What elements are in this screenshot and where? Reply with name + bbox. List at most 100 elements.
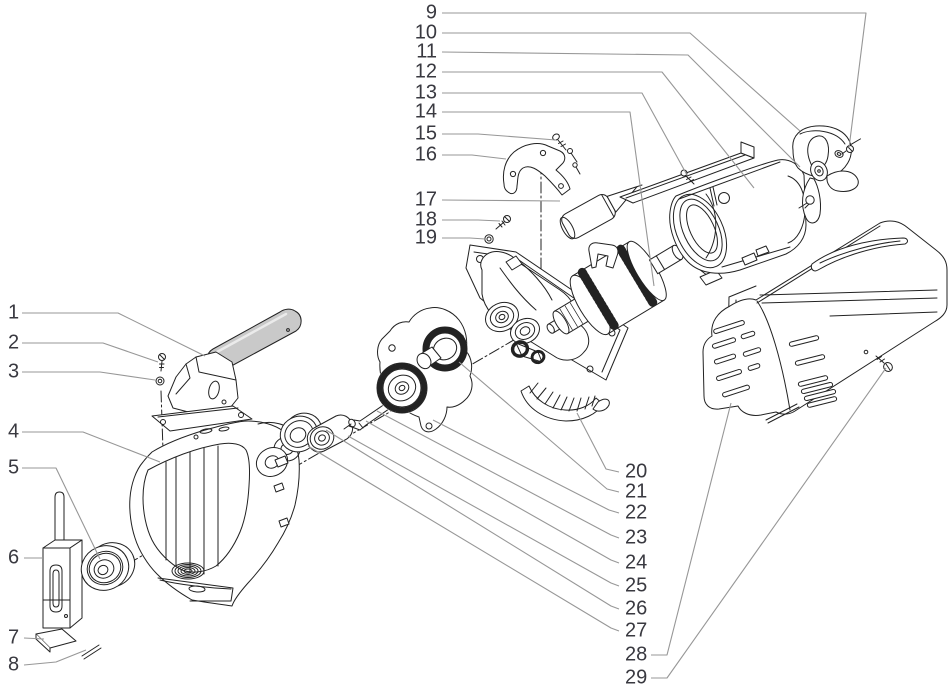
pump-block: [465, 244, 629, 381]
leader-line-7: [23, 637, 45, 640]
leader-line-23: [376, 410, 620, 539]
motor-cover: [702, 220, 948, 424]
leader-line-4: [22, 431, 161, 463]
leader-line-16: [442, 154, 507, 160]
fan-screw: [834, 145, 854, 158]
callout-28: 28: [625, 643, 648, 666]
front-gear: [376, 362, 428, 414]
leader-line-5: [22, 467, 101, 560]
leader-line-18: [442, 219, 501, 222]
mounting-bar: [619, 141, 755, 204]
leader-line-17: [441, 199, 561, 202]
callout-4: 4: [8, 420, 20, 443]
pulley: [80, 542, 136, 591]
callout-25: 25: [625, 574, 648, 597]
handle-screw: [158, 353, 166, 372]
callout-22: 22: [625, 501, 648, 524]
callout-27: 27: [625, 619, 648, 642]
bracket-screw-15: [552, 133, 567, 151]
motor-bracket: [484, 133, 581, 244]
grease-tube: [559, 184, 643, 240]
clutch-spring: [171, 562, 205, 580]
fan-assembly: [792, 125, 859, 224]
leader-line-28: [651, 402, 732, 656]
callout-12: 12: [414, 60, 437, 83]
leader-line-19: [442, 237, 486, 240]
callout-15: 15: [414, 122, 437, 145]
callout-16: 16: [414, 143, 437, 166]
leader-line-15: [442, 133, 557, 141]
callout-6: 6: [8, 546, 20, 569]
stand-base-plate: [35, 628, 77, 649]
callout-9: 9: [425, 1, 437, 24]
leader-line-22: [432, 419, 620, 514]
leader-line-2: [22, 342, 159, 363]
fan-blade-right: [826, 170, 859, 192]
callout-14: 14: [414, 100, 437, 123]
callout-19: 19: [414, 226, 437, 249]
handle-recess: [810, 237, 908, 272]
callout-29: 29: [625, 666, 648, 689]
hub-bolt: [798, 195, 815, 209]
vent-slots-left: [711, 320, 762, 398]
callout-11: 11: [416, 40, 437, 63]
leader-line-8: [23, 649, 87, 666]
roller-spacer: [306, 414, 354, 453]
callout-1: 1: [8, 301, 20, 324]
rear-bearing: [255, 447, 289, 477]
handle-base-plate: [151, 405, 253, 432]
leader-lines: [22, 12, 887, 679]
leader-line-10: [442, 32, 801, 132]
leader-line-14: [442, 111, 655, 287]
leader-line-13: [442, 92, 688, 176]
bracket-screw-small: [567, 148, 581, 175]
armature: [546, 240, 684, 336]
leader-line-24: [365, 420, 620, 564]
leader-line-11: [441, 51, 801, 168]
washer-19: [484, 234, 494, 244]
callout-18: 18: [414, 208, 437, 231]
callout-2: 2: [8, 331, 20, 354]
vent-slots-middle: [788, 335, 838, 408]
callout-3: 3: [8, 360, 20, 383]
callout-10: 10: [414, 21, 437, 44]
handle-assembly: [151, 308, 302, 432]
leader-line-1: [22, 312, 206, 357]
stator-assembly: [619, 141, 807, 286]
leader-line-9: [442, 12, 867, 149]
cover-rail: [765, 403, 800, 424]
locating-pin: [81, 644, 102, 660]
baffle-hook: [592, 398, 610, 412]
callout-23: 23: [625, 526, 648, 549]
gear-hub: [416, 346, 442, 370]
callout-5: 5: [8, 456, 20, 479]
leader-line-21: [458, 361, 620, 493]
fan-hub: [810, 160, 828, 182]
leader-line-29: [651, 367, 887, 679]
block-bearing-1: [485, 301, 519, 333]
callout-17: 17: [414, 188, 437, 211]
brush-wire: [705, 193, 717, 259]
bearing-shaft-set: [255, 390, 410, 477]
brush-clip: [588, 242, 619, 269]
handle-bracket: [167, 351, 239, 415]
pinion: [510, 340, 546, 365]
callout-20: 20: [625, 460, 648, 483]
callout-8: 8: [8, 653, 20, 676]
leader-line-20: [576, 412, 620, 473]
leader-line-3: [22, 371, 156, 381]
callout-24: 24: [625, 551, 648, 574]
callout-26: 26: [625, 597, 648, 620]
callout-13: 13: [414, 81, 437, 104]
leader-line-12: [442, 71, 755, 189]
stator-shell: [669, 159, 807, 274]
callout-7: 7: [8, 626, 20, 649]
stand-assembly: [35, 491, 102, 660]
cover-face-edge: [756, 300, 791, 411]
callout-21: 21: [625, 480, 648, 503]
handle-washer: [155, 376, 165, 386]
block-bearing-2: [510, 317, 540, 345]
leader-line-25: [347, 435, 620, 587]
